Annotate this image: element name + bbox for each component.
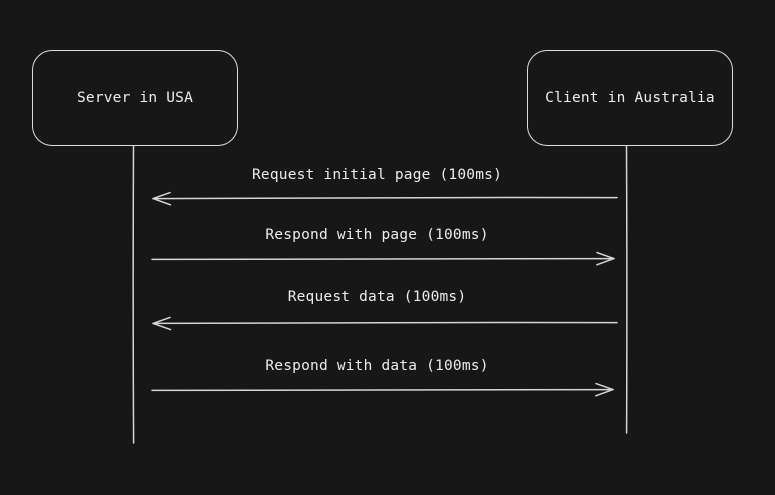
arrow-respond-with-page xyxy=(151,251,615,266)
arrow-request-initial-page xyxy=(152,191,618,206)
arrow-respond-with-data xyxy=(151,382,614,397)
actor-box-client: Client in Australia xyxy=(527,50,733,146)
actor-label-server: Server in USA xyxy=(76,90,194,106)
message-label-request-initial-page: Request initial page (100ms) xyxy=(251,167,503,183)
arrow-request-data xyxy=(152,316,618,331)
actor-label-client: Client in Australia xyxy=(545,90,715,106)
message-label-request-data: Request data (100ms) xyxy=(287,289,467,305)
message-label-respond-with-data: Respond with data (100ms) xyxy=(265,358,489,374)
actor-box-server: Server in USA xyxy=(32,50,238,146)
message-label-respond-with-page: Respond with page (100ms) xyxy=(265,227,489,243)
